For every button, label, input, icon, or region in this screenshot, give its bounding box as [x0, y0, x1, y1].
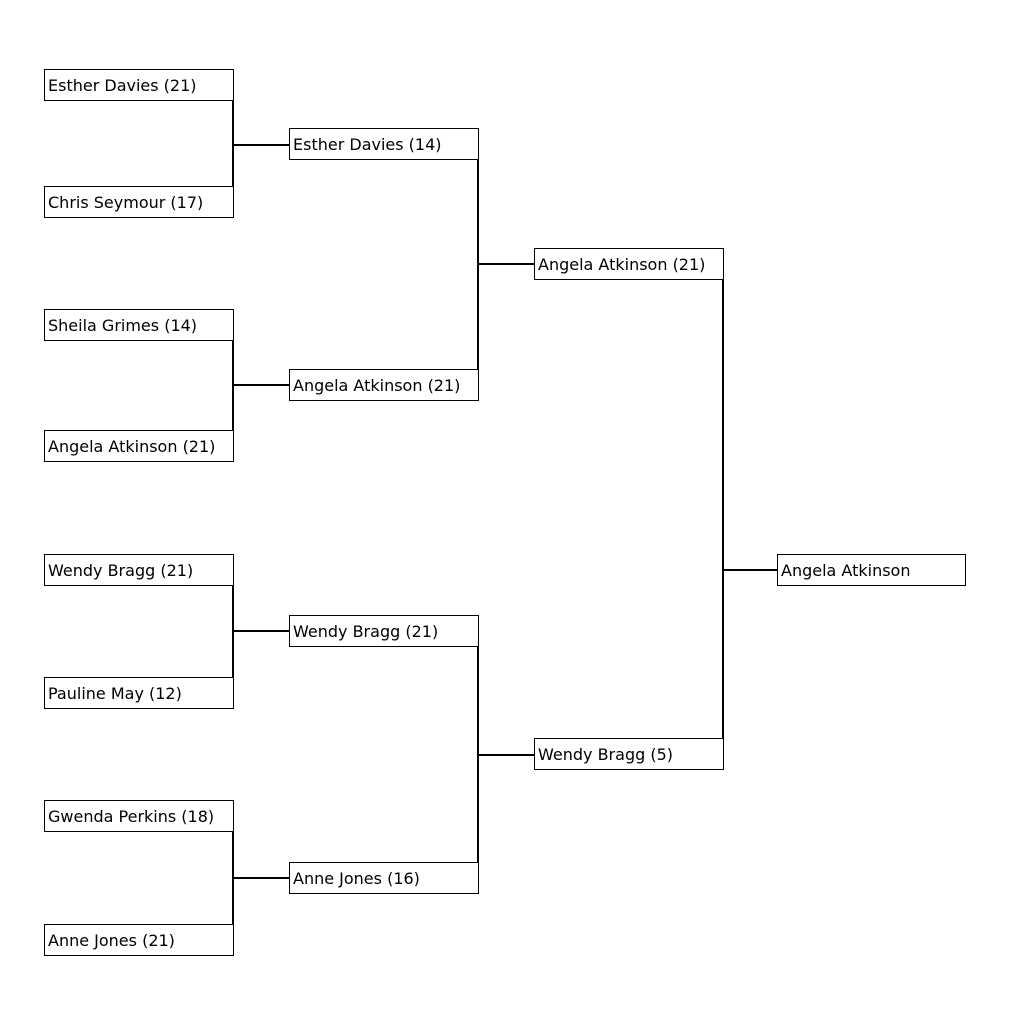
connector-line [232, 877, 290, 879]
round2-entry: Anne Jones (16) [289, 862, 479, 894]
connector-line [232, 630, 290, 632]
round1-entry: Sheila Grimes (14) [44, 309, 234, 341]
round1-entry: Chris Seymour (17) [44, 186, 234, 218]
round2-entry: Angela Atkinson (21) [289, 369, 479, 401]
round1-entry: Angela Atkinson (21) [44, 430, 234, 462]
connector-line [722, 263, 724, 754]
round1-entry: Wendy Bragg (21) [44, 554, 234, 586]
round1-entry: Esther Davies (21) [44, 69, 234, 101]
round1-entry: Pauline May (12) [44, 677, 234, 709]
round1-entry: Anne Jones (21) [44, 924, 234, 956]
round3-entry: Angela Atkinson (21) [534, 248, 724, 280]
round2-entry: Esther Davies (14) [289, 128, 479, 160]
connector-line [477, 263, 535, 265]
connector-line [232, 144, 290, 146]
winner-entry: Angela Atkinson [777, 554, 966, 586]
connector-line [722, 569, 778, 571]
connector-line [477, 630, 479, 877]
connector-line [477, 754, 535, 756]
connector-line [232, 384, 290, 386]
round2-entry: Wendy Bragg (21) [289, 615, 479, 647]
round3-entry: Wendy Bragg (5) [534, 738, 724, 770]
round1-entry: Gwenda Perkins (18) [44, 800, 234, 832]
connector-line [232, 84, 234, 202]
